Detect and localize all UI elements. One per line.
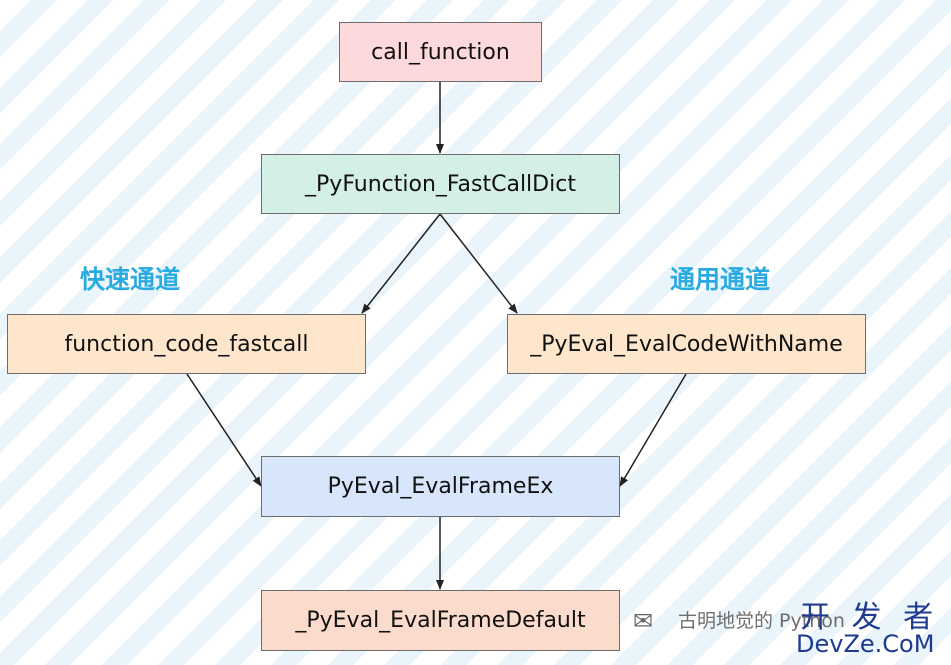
watermark-brand-bottom: DevZe.CoM: [796, 630, 935, 658]
watermark-brand-top: 开 发 者: [800, 600, 940, 635]
node-function-code-fastcall: function_code_fastcall: [7, 314, 366, 374]
edge-fastcalldict-to-function-code-fastcall: [361, 213, 441, 314]
edge-function-code-fastcall-to-evalframeex: [186, 373, 262, 487]
label-fast-path: 快速通道: [80, 265, 181, 294]
label-general-path: 通用通道: [670, 265, 771, 294]
node-pyeval-evalframeex: PyEval_EvalFrameEx: [261, 456, 620, 517]
watermark-channel: 古明地觉的 Python: [678, 610, 845, 632]
edge-evalcodewithname-to-evalframeex: [619, 373, 687, 487]
node-call-function: call_function: [339, 22, 542, 82]
node-pyeval-evalcodewithname: _PyEval_EvalCodeWithName: [507, 314, 866, 374]
node-pyfunction-fastcalldict: _PyFunction_FastCallDict: [261, 154, 620, 214]
wechat-icon: ✉: [633, 607, 654, 635]
edge-fastcalldict-to-evalcodewithname: [439, 213, 518, 314]
node-pyeval-evalframedefault: _PyEval_EvalFrameDefault: [261, 590, 620, 651]
